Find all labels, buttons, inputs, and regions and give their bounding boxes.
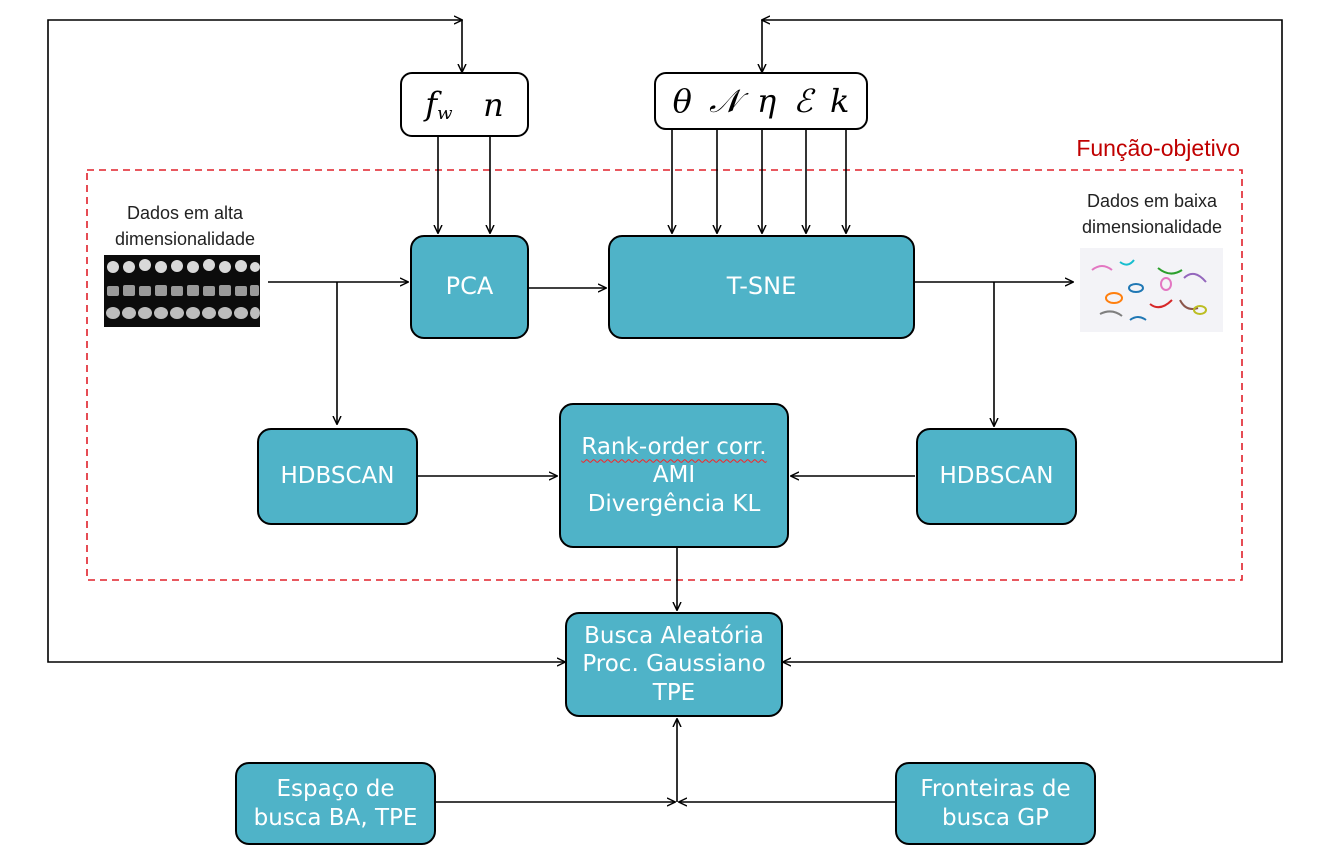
param-n: n [483,85,504,124]
high-dim-data-thumbnail [104,255,260,327]
param-N: 𝒩 [709,81,740,120]
optimizer-gaussian-process: Proc. Gaussiano [582,651,766,678]
loop-right [762,20,1283,662]
param-E: ℰ [793,82,813,120]
pca-parameters-box: fw n [400,72,529,137]
metric-ami: AMI [652,462,696,489]
tsne-node: T-SNE [608,235,915,339]
param-fw: fw [425,85,453,124]
pca-label: PCA [445,272,494,301]
search-bounds-line1: Fronteiras de [920,776,1071,803]
optimizer-node: Busca Aleatória Proc. Gaussiano TPE [565,612,783,717]
tsne-label: T-SNE [726,272,797,301]
search-space-node: Espaço de busca BA, TPE [235,762,436,845]
search-space-line1: Espaço de [276,776,395,803]
param-theta: θ [672,82,692,120]
tsne-parameters-box: θ 𝒩 η ℰ k [654,72,868,130]
metric-rank-order: Rank-order corr. [581,434,767,461]
objective-function-title: Função-objetivo [1076,135,1240,161]
search-bounds-line2: busca GP [942,804,1049,831]
metrics-node: Rank-order corr. AMI Divergência KL [559,403,789,548]
loop-left [47,20,565,662]
hdbscan-left-label: HDBSCAN [280,463,395,490]
low-dim-embedding-thumbnail [1080,248,1223,332]
optimizer-random-search: Busca Aleatória [584,623,764,650]
hdbscan-right-label: HDBSCAN [939,463,1054,490]
hdbscan-left-node: HDBSCAN [257,428,418,525]
optimizer-tpe: TPE [652,679,696,706]
objective-region [86,169,1243,581]
param-k: k [829,82,850,120]
search-space-line2: busca BA, TPE [253,804,418,831]
hdbscan-right-node: HDBSCAN [916,428,1077,525]
param-eta: η [756,82,777,120]
metric-kl: Divergência KL [587,490,761,517]
search-bounds-node: Fronteiras de busca GP [895,762,1096,845]
pca-node: PCA [410,235,529,339]
